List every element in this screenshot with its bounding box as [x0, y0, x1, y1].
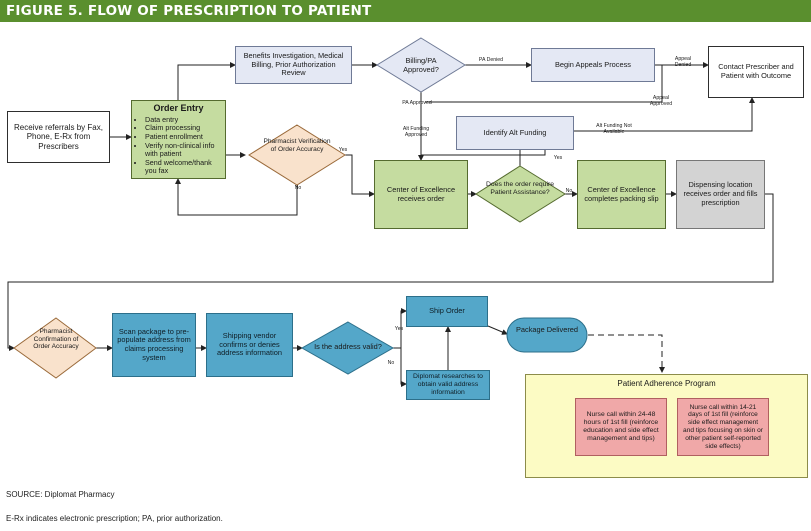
- diplomat-researches-box: Diplomat researches to obtain valid addr…: [406, 370, 490, 400]
- nurse-call-1-box: Nurse call within 24-48 hours of 1st fil…: [575, 398, 667, 456]
- billing-pa-label: Billing/PA Approved?: [403, 56, 439, 74]
- edge-label-alt-funding-not-available: Alt Funding Not Available: [596, 123, 632, 135]
- verification-diamond: [248, 124, 346, 186]
- order-entry-item: Claim processing: [145, 124, 222, 133]
- coe-receives-box: Center of Excellence receives order: [374, 160, 468, 229]
- edge-label-pa-approved: PA Approved: [402, 100, 432, 106]
- coe-packing-label: Center of Excellence completes packing s…: [584, 184, 659, 203]
- contact-prescriber-label: Contact Prescriber and Patient with Outc…: [718, 62, 794, 80]
- edge-label-verification-no: No: [294, 185, 302, 191]
- figure-header: FIGURE 5. FLOW OF PRESCRIPTION TO PATIEN…: [0, 0, 811, 22]
- edge-label-address-yes: Yes: [394, 326, 404, 332]
- figure-title: FIGURE 5. FLOW OF PRESCRIPTION TO PATIEN…: [6, 3, 372, 19]
- contact-prescriber-box: Contact Prescriber and Patient with Outc…: [708, 46, 804, 98]
- shipping-vendor-label: Shipping vendor confirms or denies addre…: [217, 330, 282, 358]
- requires-assistance-label: Does the order require Patient Assistanc…: [486, 181, 555, 196]
- shipping-vendor-box: Shipping vendor confirms or denies addre…: [206, 313, 293, 377]
- edge-label-assistance-no: No: [565, 188, 573, 194]
- diplomat-researches-label: Diplomat researches to obtain valid addr…: [413, 372, 483, 397]
- ship-order-label: Ship Order: [429, 306, 465, 316]
- identify-alt-funding-label: Identify Alt Funding: [483, 127, 547, 137]
- order-entry-title: Order Entry: [153, 103, 204, 113]
- edge-label-assistance-yes: Yes: [553, 155, 563, 161]
- footer-source: SOURCE: Diplomat Pharmacy: [6, 490, 115, 499]
- scan-package-label: Scan package to pre-populate address fro…: [117, 326, 191, 362]
- receive-referrals-box: Receive referrals by Fax, Phone, E-Rx fr…: [7, 111, 110, 163]
- ship-order-box: Ship Order: [406, 296, 488, 327]
- benefits-investigation-label: Benefits Investigation, Medical Billing,…: [243, 50, 344, 78]
- address-valid-label: Is the address valid?: [314, 342, 382, 351]
- identify-alt-funding-box: Identify Alt Funding: [456, 116, 574, 150]
- dispensing-label: Dispensing location receives order and f…: [683, 180, 758, 207]
- address-diamond: [300, 321, 394, 375]
- edge-label-pa-denied: PA Denied: [478, 57, 504, 63]
- coe-packing-box: Center of Excellence completes packing s…: [577, 160, 666, 229]
- order-entry-item: Send welcome/thank you fax: [145, 158, 222, 176]
- package-delivered-shape: [506, 317, 588, 353]
- package-delivered-label: Package Delivered: [515, 325, 579, 334]
- edge-label-address-no: No: [387, 360, 395, 366]
- nurse-call-2-box: Nurse call within 14-21 days of 1st fill…: [677, 398, 769, 456]
- benefits-investigation-box: Benefits Investigation, Medical Billing,…: [235, 46, 352, 84]
- coe-receives-label: Center of Excellence receives order: [386, 184, 456, 203]
- order-entry-item: Verify non-clinical info with patient: [145, 141, 222, 159]
- begin-appeals-label: Begin Appeals Process: [554, 59, 631, 69]
- edge-label-appeal-approved: Appeal Approved: [649, 95, 673, 107]
- billing-pa-diamond: [376, 37, 466, 93]
- assistance-diamond: [475, 165, 566, 223]
- begin-appeals-box: Begin Appeals Process: [531, 48, 655, 82]
- pharmacist-confirmation-label: Pharmacist Confirmation of Order Accurac…: [33, 328, 79, 351]
- edge-label-appeal-denied: Appeal Denied: [674, 56, 692, 68]
- scan-package-box: Scan package to pre-populate address fro…: [112, 313, 196, 377]
- receive-referrals-label: Receive referrals by Fax, Phone, E-Rx fr…: [14, 122, 103, 151]
- order-entry-item: Data entry: [145, 115, 222, 125]
- adherence-title: Patient Adherence Program: [617, 379, 716, 388]
- nurse-call-1-label: Nurse call within 24-48 hours of 1st fil…: [583, 410, 659, 443]
- order-entry-list: Data entry Claim processing Patient enro…: [135, 115, 222, 176]
- order-entry-box: Order Entry Data entry Claim processing …: [131, 100, 226, 179]
- pharmacist-verification-label: Pharmacist Verification of Order Accurac…: [263, 138, 331, 153]
- edge-label-alt-funding-approved: Alt Funding Approved: [402, 126, 430, 138]
- dispensing-box: Dispensing location receives order and f…: [676, 160, 765, 229]
- footer-note: E-Rx indicates electronic prescription; …: [6, 514, 223, 523]
- order-entry-item: Patient enrollment: [145, 132, 222, 142]
- edge-label-verification-yes: Yes: [338, 147, 348, 153]
- confirmation-diamond: [13, 317, 97, 379]
- nurse-call-2-label: Nurse call within 14-21 days of 1st fill…: [683, 403, 763, 450]
